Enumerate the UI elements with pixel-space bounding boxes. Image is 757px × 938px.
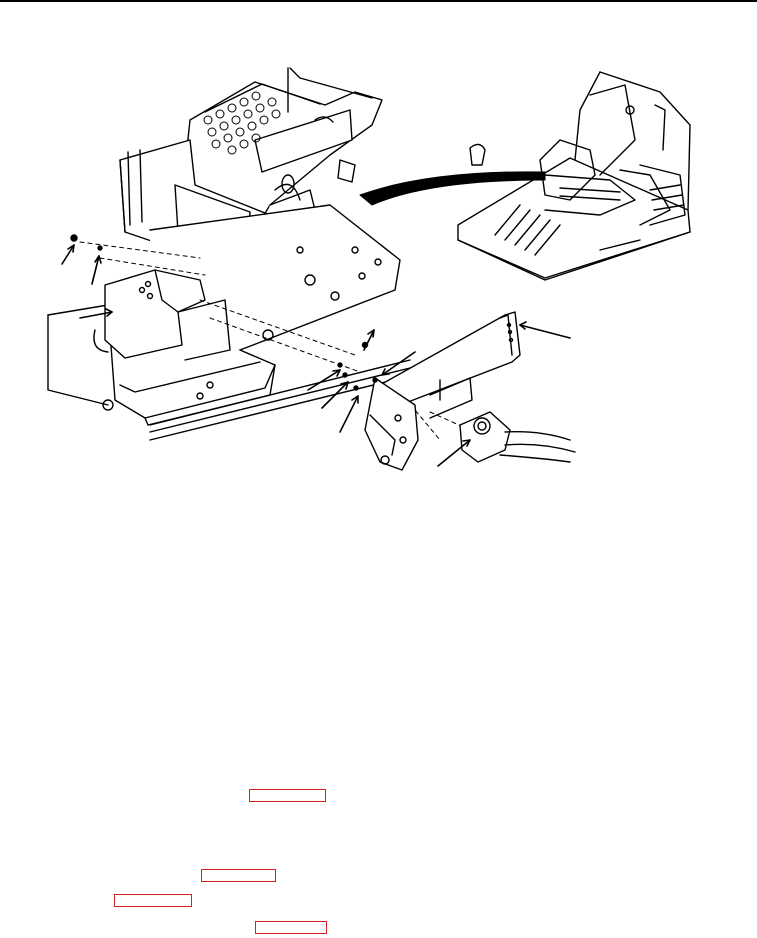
grille-holes: [203, 91, 281, 155]
control-valve: [459, 411, 576, 463]
page-top-rule: [0, 0, 757, 2]
mounting-bracket: [364, 311, 521, 471]
cab-overview: [457, 71, 691, 281]
cross-reference-link[interactable]: [201, 869, 276, 882]
hinge-bracket: [93, 269, 231, 361]
assembly-leader-lines: [79, 241, 471, 441]
cross-reference-link[interactable]: [255, 921, 327, 934]
cross-reference-link[interactable]: [114, 894, 192, 907]
floor-plate: [149, 204, 401, 361]
callout-arrows: [61, 244, 571, 467]
overview-pointer: [359, 171, 546, 206]
cross-reference-link[interactable]: [249, 789, 326, 802]
